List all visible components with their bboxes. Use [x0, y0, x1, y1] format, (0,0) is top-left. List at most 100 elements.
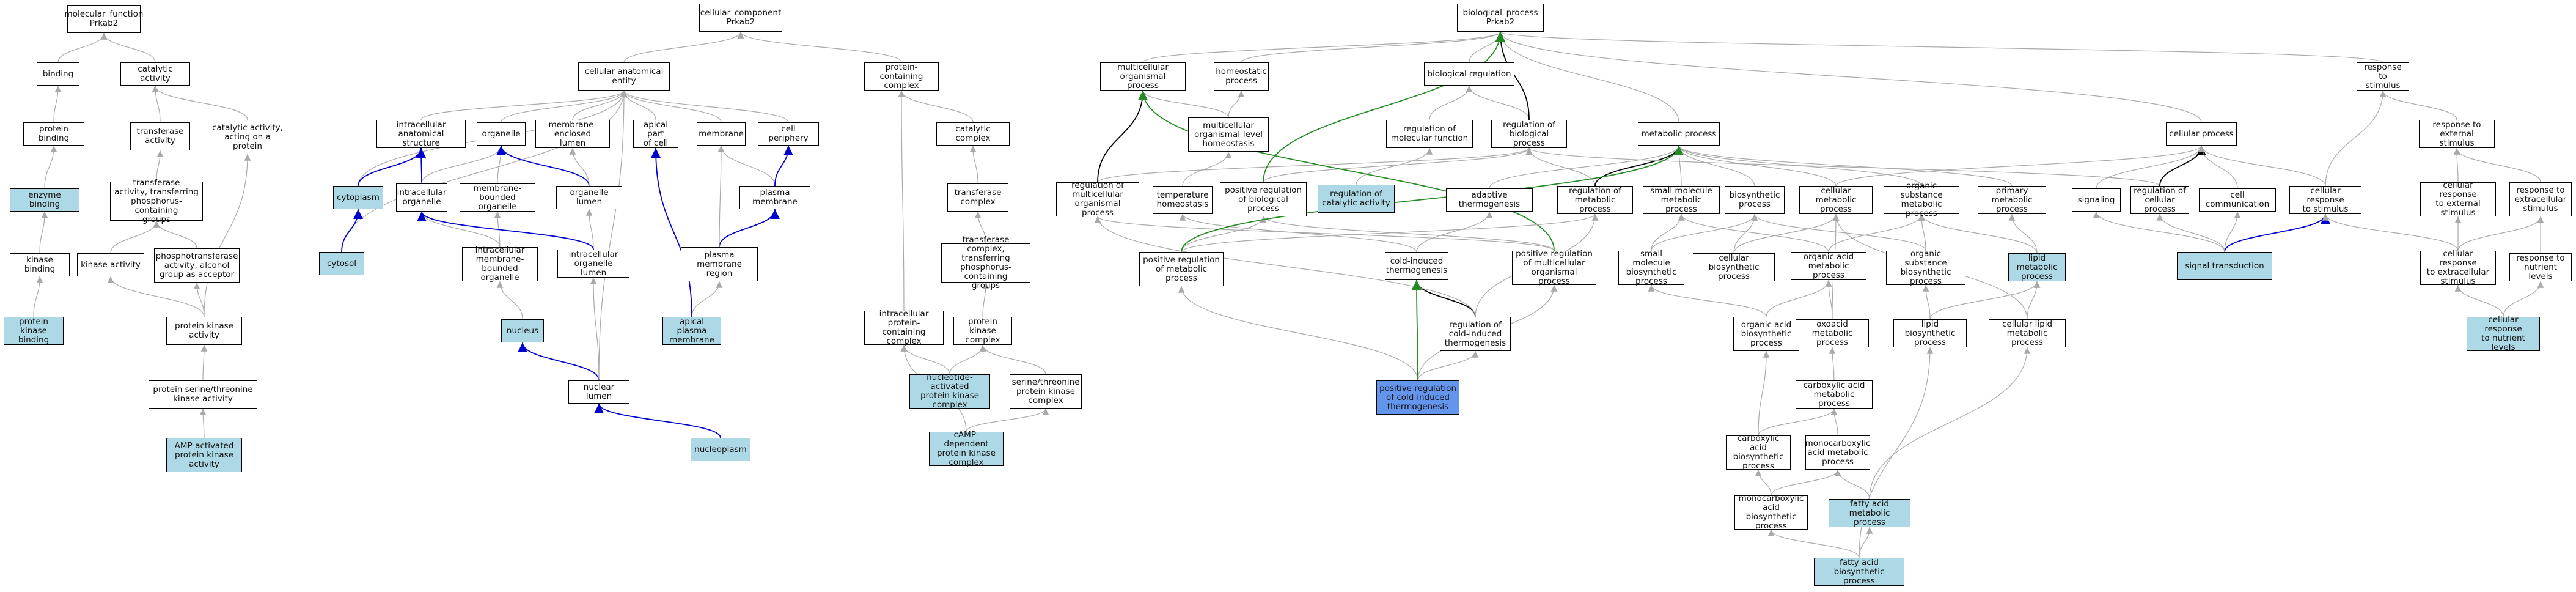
- term-node-rmp[interactable]: regulation of metabolic process: [1557, 186, 1633, 214]
- term-node-crs[interactable]: cellular response to stimulus: [2289, 186, 2361, 214]
- term-node-homeo[interactable]: homeostatic process: [1214, 62, 1269, 91]
- term-node-rcp[interactable]: regulation of cellular process: [2130, 186, 2189, 214]
- term-node-biolreg[interactable]: biological regulation: [1424, 62, 1514, 86]
- term-node-famp[interactable]: fatty acid metabolic process: [1829, 499, 1910, 527]
- term-node-mcolh[interactable]: multicellular organismal-level homeostas…: [1188, 117, 1269, 152]
- term-node-rmf[interactable]: regulation of molecular function: [1386, 120, 1473, 148]
- term-node-camp[interactable]: cAMP-dependent protein kinase complex: [929, 431, 1004, 467]
- term-node-binding[interactable]: binding: [37, 62, 79, 86]
- term-node-phosphotrans[interactable]: phosphotransferase activity, alcohol gro…: [154, 248, 240, 283]
- term-node-mcamp[interactable]: monocarboxylic acid metabolic process: [1805, 435, 1870, 470]
- term-node-nucleus[interactable]: nucleus: [501, 319, 544, 342]
- term-node-stpkc[interactable]: serine/threonine protein kinase complex: [1010, 374, 1082, 409]
- term-node-tcphos[interactable]: transferase complex, transferring phosph…: [941, 235, 1030, 290]
- term-node-transcomplex[interactable]: transferase complex: [947, 183, 1008, 212]
- term-node-cytoplasm[interactable]: cytoplasm: [333, 186, 383, 209]
- edge-is-a-rbp-to-biolreg: [1466, 85, 1530, 120]
- term-node-cit[interactable]: cold-induced thermogenesis: [1385, 252, 1448, 280]
- term-node-sigtrans[interactable]: signal transduction: [2177, 252, 2272, 280]
- term-node-cbp[interactable]: cellular biosynthetic process: [1693, 253, 1775, 281]
- term-node-cae[interactable]: cellular anatomical entity: [578, 62, 670, 91]
- term-node-pcc[interactable]: protein-containing complex: [864, 62, 939, 91]
- term-node-catact[interactable]: catalytic activity: [120, 62, 190, 86]
- term-node-oabp[interactable]: organic acid biosynthetic process: [1733, 317, 1799, 351]
- term-node-bp[interactable]: biological_process Prkab2: [1457, 4, 1544, 32]
- term-node-rbp[interactable]: regulation of biological process: [1491, 120, 1567, 148]
- term-node-cc[interactable]: cellular_component Prkab2: [699, 4, 782, 32]
- term-node-apm[interactable]: apical plasma membrane: [662, 317, 721, 345]
- term-node-pkc[interactable]: protein kinase complex: [953, 317, 1012, 345]
- edge-is-a-pcc-to-cc: [737, 31, 902, 63]
- term-node-smbp[interactable]: small molecule biosynthetic process: [1618, 250, 1684, 286]
- term-node-osmp[interactable]: organic substance metabolic process: [1884, 182, 1959, 218]
- term-node-biosyn[interactable]: biosynthetic process: [1725, 186, 1785, 214]
- term-node-rmcop[interactable]: regulation of multicellular organismal p…: [1056, 181, 1139, 218]
- term-node-protbind[interactable]: protein binding: [23, 122, 84, 146]
- term-node-cytosol[interactable]: cytosol: [319, 252, 364, 275]
- term-node-adaptive[interactable]: adaptive thermogenesis: [1446, 188, 1533, 212]
- term-node-rca[interactable]: regulation of catalytic activity: [1318, 185, 1395, 213]
- term-node-nucleoplasm[interactable]: nucleoplasm: [691, 438, 750, 461]
- term-node-organelle[interactable]: organelle: [477, 122, 526, 146]
- term-node-smp[interactable]: small molecule metabolic process: [1643, 186, 1720, 214]
- term-node-prcit[interactable]: positive regulation of cold-induced ther…: [1376, 380, 1459, 415]
- term-node-mbo[interactable]: membrane-bounded organelle: [460, 183, 535, 212]
- term-node-rtecs[interactable]: response to extracellular stimulus: [2509, 182, 2572, 216]
- term-node-cellproc[interactable]: cellular process: [2166, 122, 2237, 146]
- term-node-cellcomm[interactable]: cell communication: [2199, 188, 2276, 212]
- term-node-prmcop[interactable]: positive regulation of multicellular org…: [1512, 250, 1596, 286]
- term-node-clmp[interactable]: cellular lipid metabolic process: [1989, 319, 2066, 347]
- term-node-pmr[interactable]: plasma membrane region: [681, 247, 758, 281]
- term-node-prbp[interactable]: positive regulation of biological proces…: [1220, 182, 1307, 216]
- term-node-imbo[interactable]: intracellular membrane-bounded organelle: [462, 246, 538, 283]
- term-node-rtes[interactable]: response to external stimulus: [2419, 120, 2495, 148]
- edge-is-a-camp2-to-oxmp: [1829, 347, 1836, 381]
- term-node-transphos[interactable]: transferase activity, transferring phosp…: [110, 178, 203, 224]
- term-node-lbp[interactable]: lipid biosynthetic process: [1893, 319, 1967, 347]
- term-node-pstk[interactable]: protein serine/threonine kinase activity: [149, 380, 257, 409]
- term-node-intorg[interactable]: intracellular organelle: [396, 183, 447, 212]
- term-node-oxmp[interactable]: oxoacid metabolic process: [1796, 319, 1869, 347]
- term-node-mf[interactable]: molecular_function Prkab2: [65, 5, 143, 33]
- term-node-catcomplex[interactable]: catalytic complex: [936, 122, 1010, 146]
- term-node-rtnl[interactable]: response to nutrient levels: [2509, 253, 2572, 281]
- term-node-cmp[interactable]: cellular metabolic process: [1799, 186, 1873, 214]
- term-node-ias[interactable]: intracellular anatomical structure: [376, 120, 466, 148]
- term-node-mcop[interactable]: multicellular organismal process: [1100, 62, 1186, 91]
- term-node-rcit[interactable]: regulation of cold-induced thermogenesis: [1440, 317, 1511, 351]
- term-node-catprot[interactable]: catalytic activity, acting on a protein: [208, 120, 287, 154]
- term-node-oamp[interactable]: organic acid metabolic process: [1791, 252, 1866, 280]
- term-node-pmp[interactable]: primary metabolic process: [1978, 186, 2046, 214]
- term-node-ampk[interactable]: AMP-activated protein kinase activity: [166, 438, 242, 472]
- term-node-fabp[interactable]: fatty acid biosynthetic process: [1814, 558, 1904, 586]
- term-node-nuclumen[interactable]: nuclear lumen: [568, 380, 629, 404]
- term-node-kinbind[interactable]: kinase binding: [10, 253, 70, 276]
- term-node-napkc[interactable]: nucleotide-activated protein kinase comp…: [909, 373, 990, 410]
- term-node-crtecs[interactable]: cellular response to extracellular stimu…: [2420, 250, 2496, 286]
- term-node-membrane[interactable]: membrane: [697, 122, 746, 146]
- term-node-camp2[interactable]: carboxylic acid metabolic process: [1796, 380, 1873, 409]
- term-node-pkbind[interactable]: protein kinase binding: [4, 317, 64, 345]
- term-node-crtnl[interactable]: cellular response to nutrient levels: [2467, 316, 2540, 352]
- term-node-osbp[interactable]: organic substance biosynthetic process: [1886, 250, 1965, 286]
- term-node-apicalpart[interactable]: apical part of cell: [633, 120, 678, 148]
- term-node-orglumen[interactable]: organelle lumen: [556, 186, 622, 209]
- term-node-ipcc[interactable]: intracellular protein-containing complex: [864, 309, 944, 346]
- term-node-metproc[interactable]: metabolic process: [1638, 122, 1720, 146]
- term-node-crtes[interactable]: cellular response to external stimulus: [2420, 181, 2496, 218]
- term-node-mel[interactable]: membrane-enclosed lumen: [535, 120, 610, 148]
- term-node-cabp[interactable]: carboxylic acid biosynthetic process: [1726, 434, 1791, 471]
- term-node-iol[interactable]: intracellular organelle lumen: [557, 250, 629, 278]
- term-node-pm[interactable]: plasma membrane: [739, 186, 810, 209]
- term-node-signaling[interactable]: signaling: [2072, 188, 2121, 212]
- term-node-temphomeo[interactable]: temperature homeostasis: [1153, 186, 1213, 214]
- term-node-mcabp[interactable]: monocarboxylic acid biosynthetic process: [1734, 494, 1808, 531]
- term-node-lmp[interactable]: lipid metabolic process: [2008, 253, 2066, 281]
- term-node-prmp[interactable]: positive regulation of metabolic process: [1139, 252, 1224, 286]
- term-node-cellperiph[interactable]: cell periphery: [758, 122, 819, 146]
- term-node-transferase[interactable]: transferase activity: [130, 122, 190, 150]
- term-node-rts[interactable]: response to stimulus: [2357, 62, 2409, 91]
- term-node-enzbind[interactable]: enzyme binding: [10, 188, 79, 212]
- term-node-pkact[interactable]: protein kinase activity: [166, 317, 242, 345]
- term-node-kinact[interactable]: kinase activity: [77, 253, 144, 276]
